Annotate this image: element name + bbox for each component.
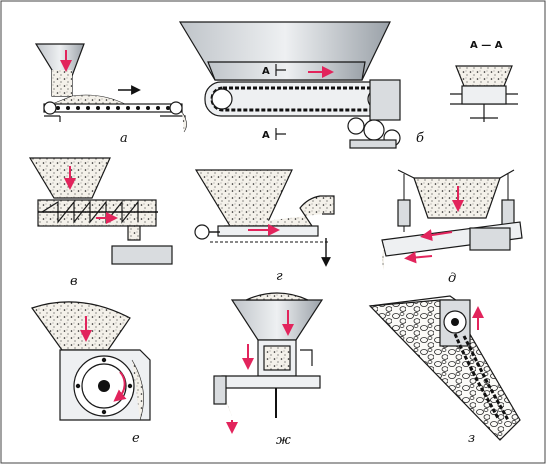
panel-label-v: в [70,274,78,289]
panel-b-apron-feeder: А А б [178,21,424,149]
panel-v-screw-feeder: в [28,157,173,289]
panel-label-a: а [120,131,128,146]
belt-rollers [56,106,170,110]
panel-z-chain-feeder: з [368,295,521,446]
panel-d-vibratory-feeder: д [381,169,523,286]
section-mark-bottom: А [262,130,270,141]
panel-label-b: б [416,131,424,146]
panel-label-zh: ж [276,433,291,448]
panel-g-plate-feeder: г [194,169,335,284]
section-aa-title: А — А [470,40,503,51]
panel-label-e: е [132,431,140,446]
panel-zh-sleeve-feeder: ж [213,292,324,448]
panel-label-z: з [468,431,475,446]
drive-gears [347,117,401,149]
panel-label-g: г [276,269,283,284]
panel-label-d: д [448,271,456,286]
section-mark-top: А [262,66,270,77]
red-arrow-icon [404,251,433,264]
red-arrow-icon [420,229,453,242]
section-aa-view: А — А [450,40,518,122]
rotor-bolts [75,357,133,415]
panel-e-rotary-feeder: е [31,301,151,446]
panel-a-belt-feeder: а [34,43,187,146]
